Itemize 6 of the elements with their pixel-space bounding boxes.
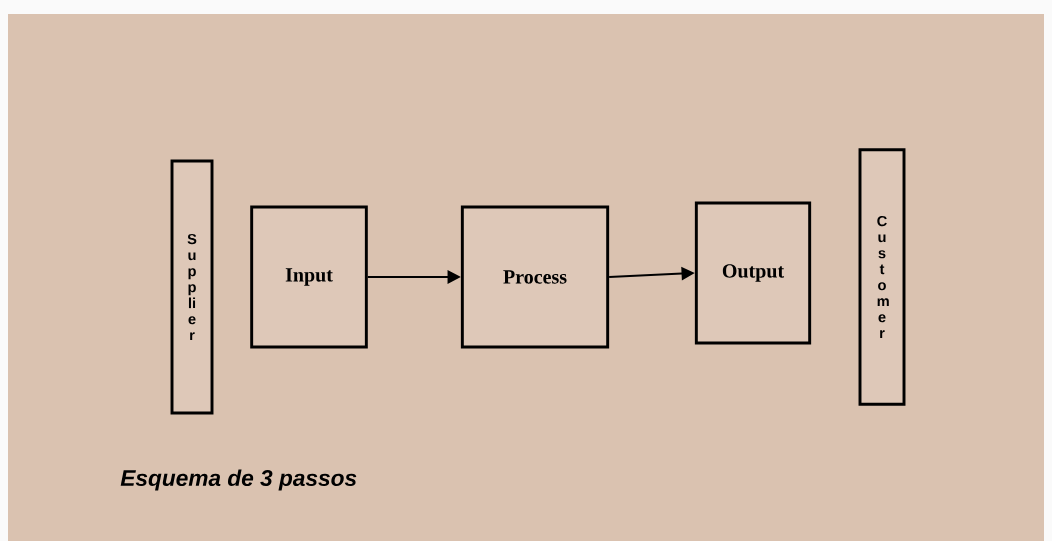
- caption: Esquema de 3 passos: [120, 469, 357, 491]
- process-box: Output: [694, 201, 812, 345]
- vertical-label-box: Customer: [858, 148, 906, 406]
- process-box: Input: [250, 205, 368, 349]
- process-box: Process: [460, 205, 610, 349]
- vertical-label-box: Supplier: [170, 159, 214, 415]
